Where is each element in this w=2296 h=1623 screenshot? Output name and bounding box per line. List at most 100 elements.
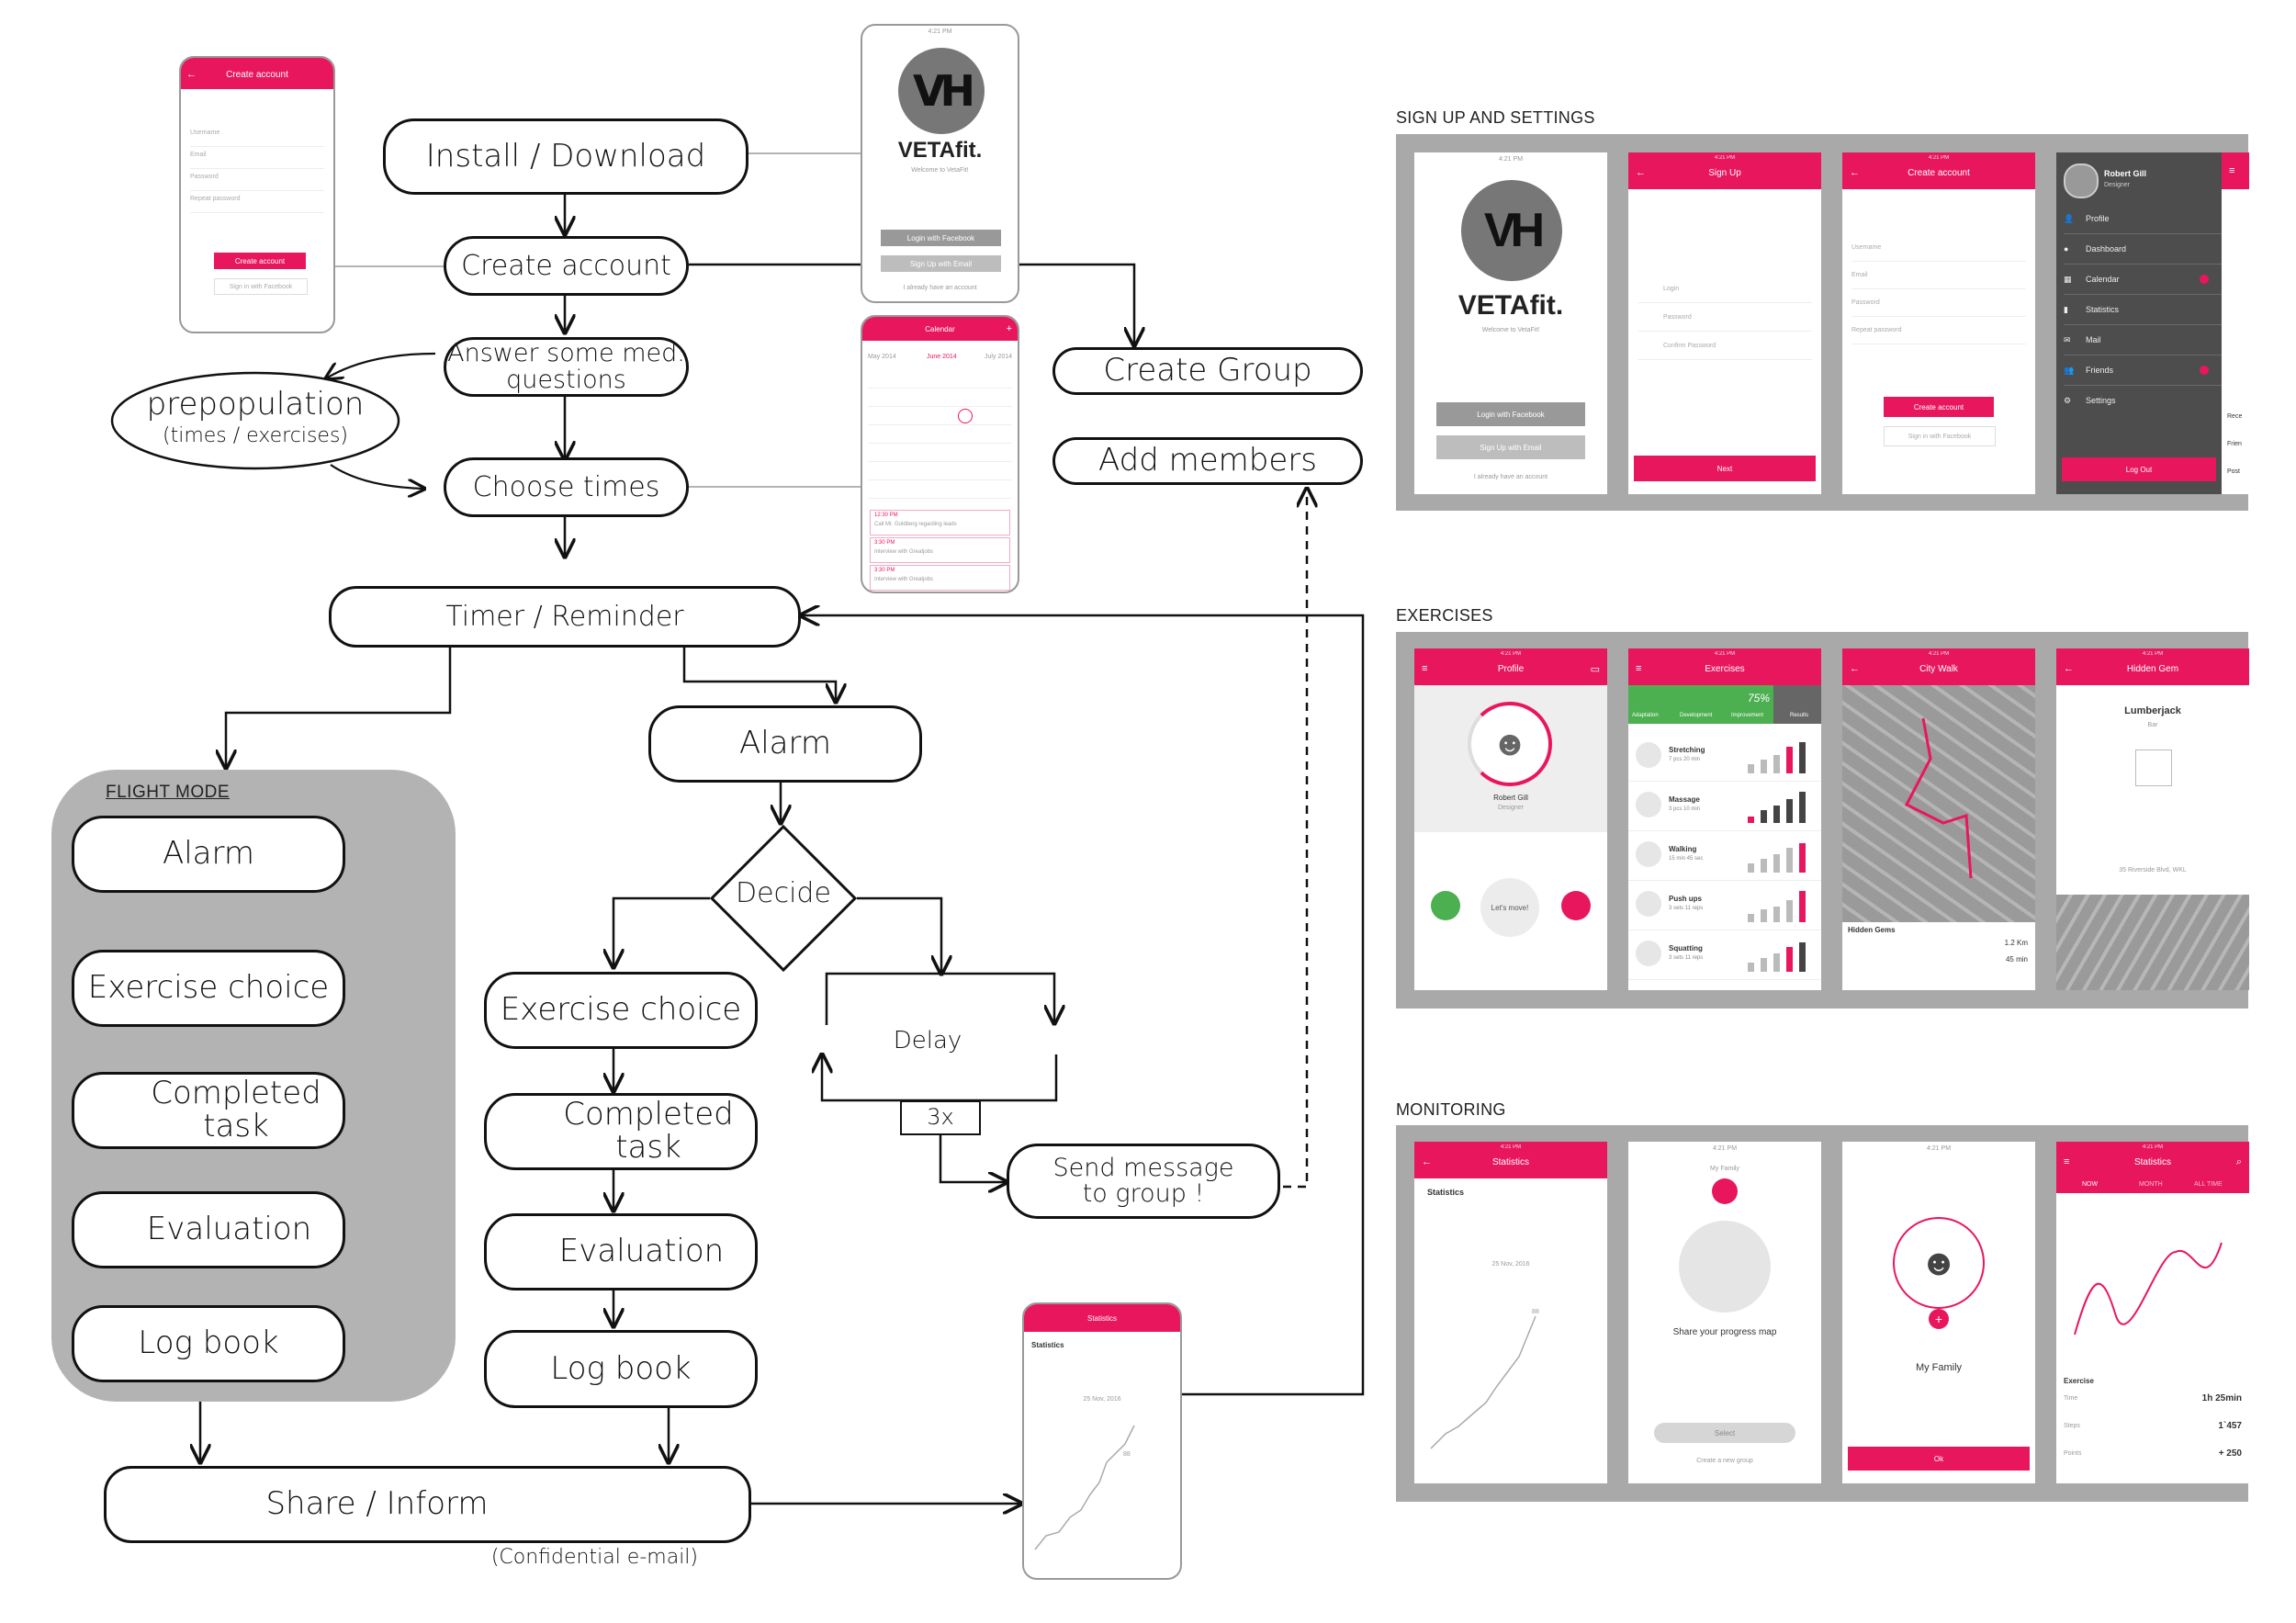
create-status: 4:21 PM [1928, 155, 1950, 161]
email-field[interactable]: Email [190, 152, 324, 169]
repeat-password-field[interactable]: Repeat password [190, 196, 324, 213]
logout-button[interactable]: Log Out [2062, 457, 2216, 481]
search-icon[interactable]: ⌕ [2235, 1156, 2242, 1167]
ok-button[interactable]: Ok [1848, 1447, 2030, 1471]
exercise-bar [1761, 958, 1767, 972]
select-button[interactable]: Select [1654, 1423, 1795, 1443]
facebook-signin-button[interactable]: Sign in with Facebook [214, 278, 308, 295]
peek-friends: Frien [2227, 441, 2242, 447]
gem-title: Hidden Gem [2126, 664, 2179, 674]
menu-label-friends: Friends [2086, 366, 2114, 375]
evaluation-label: Evaluation [558, 1233, 725, 1270]
tab-development[interactable]: Development [1680, 713, 1713, 718]
status-bar-1: 4:21 PM [1498, 156, 1524, 163]
month-prev[interactable]: May 2014 [868, 354, 896, 360]
status-bar: 4:21 PM [928, 28, 952, 35]
points-value: + 250 [2218, 1448, 2242, 1459]
status-green-dot[interactable] [1431, 891, 1460, 920]
avatar[interactable] [2064, 163, 2099, 198]
selected-day[interactable] [958, 409, 973, 423]
facebook-signin-button-2[interactable]: Sign in with Facebook [1884, 426, 1996, 446]
exercise-node: Exercise choice [484, 972, 758, 1049]
repeat-password-field-2[interactable]: Repeat password [1851, 327, 2026, 344]
citywalk-status: 4:21 PM [1928, 651, 1950, 657]
tab-adaptation[interactable]: Adaptation [1632, 713, 1659, 718]
back-arrow-icon-3[interactable]: ← [1850, 167, 1860, 178]
event-card-3[interactable]: 3:30 PM Interview with Greatjobs [870, 565, 1010, 591]
already-link[interactable]: I already have an account [903, 285, 977, 291]
menu-item-mail[interactable]: ✉Mail [2064, 325, 2222, 355]
menu-label-statistics: Statistics [2086, 305, 2120, 314]
tab-now[interactable]: NOW [2082, 1181, 2099, 1188]
delay-label: Delay [893, 1027, 962, 1054]
fm-completed-label: Completed task [151, 1075, 321, 1144]
already-link-large[interactable]: I already have an account [1473, 474, 1548, 480]
tab-month[interactable]: MONTH [2139, 1181, 2163, 1188]
create-account-button-2[interactable]: Create account [1884, 397, 1994, 417]
back-arrow-icon-4[interactable]: ← [1850, 663, 1860, 674]
password-field[interactable]: Password [190, 174, 324, 191]
menu-item-friends[interactable]: 👥Friends [2064, 355, 2222, 386]
login-facebook-button-large[interactable]: Login with Facebook [1436, 402, 1585, 426]
menu-item-statistics[interactable]: ▮ Statistics [2064, 295, 2222, 325]
menu-drawer: Robert Gill Designer 👤Profile ●Dashboard… [2056, 152, 2222, 494]
hidden-gems-card[interactable]: Hidden Gems 1.2 Km 45 min [1842, 922, 2035, 990]
peek-posts: Post [2227, 468, 2241, 475]
chat-icon[interactable]: ▭ [1590, 664, 1600, 675]
statistics-icon: ▮ [2064, 304, 2068, 314]
tab-results[interactable]: Results [1790, 713, 1809, 718]
hamburger-icon-3[interactable]: ≡ [1636, 663, 1642, 674]
login-field[interactable]: Login [1638, 286, 1812, 303]
back-arrow-icon-5[interactable]: ← [2064, 663, 2074, 674]
share-note: (Confidential e-mail) [490, 1546, 698, 1569]
menu-item-settings[interactable]: ⚙Settings [2064, 386, 2222, 415]
add-member-button[interactable]: + [1929, 1309, 1949, 1329]
menu-user-name: Robert Gill [2104, 169, 2147, 178]
gem-topbar: 4:21 PM ← Hidden Gem [2056, 648, 2249, 685]
menu-item-dashboard[interactable]: ●Dashboard [2064, 234, 2222, 265]
status-pink-dot[interactable] [1561, 891, 1591, 920]
create-group-link[interactable]: Create a new group [1696, 1458, 1753, 1464]
city-map[interactable] [1842, 685, 2035, 922]
signup-password-field[interactable]: Password [1638, 314, 1812, 332]
signup-email-button-large[interactable]: Sign Up with Email [1436, 435, 1585, 459]
gem-map[interactable] [2056, 895, 2249, 990]
exercise-bar [1786, 799, 1793, 823]
hamburger-icon[interactable]: ≡ [2229, 165, 2235, 176]
lets-move-button[interactable]: Let's move! [1480, 878, 1539, 937]
event-card-1[interactable]: 12:30 PM Call Mr. Goldberg regarding lea… [870, 510, 1010, 535]
confirm-password-field[interactable]: Confirm Password [1638, 343, 1812, 360]
back-arrow-icon-6[interactable]: ← [1422, 1156, 1432, 1167]
back-arrow-icon-2[interactable]: ← [1636, 167, 1646, 178]
family-avatar[interactable] [1712, 1178, 1738, 1204]
menu-item-calendar[interactable]: ▦Calendar [2064, 265, 2222, 295]
hamburger-icon-4[interactable]: ≡ [2064, 1156, 2070, 1167]
hamburger-icon-2[interactable]: ≡ [1422, 663, 1428, 674]
plus-icon[interactable]: + [1006, 323, 1012, 334]
login-facebook-button[interactable]: Login with Facebook [881, 230, 1001, 246]
gem-phone: 4:21 PM ← Hidden Gem Lumberjack Bar 35 R… [2056, 648, 2249, 990]
statistics-phone-flow: Statistics Statistics 25 Nov, 2016 88 [1022, 1302, 1182, 1580]
menu-label-dashboard: Dashboard [2086, 244, 2127, 254]
tab-all-time[interactable]: ALL TIME [2194, 1181, 2223, 1188]
calendar-icon: ▦ [2064, 274, 2072, 284]
event-card-2[interactable]: 3:30 PM Interview with Greatjobs [870, 537, 1010, 563]
back-arrow-icon[interactable]: ← [186, 69, 197, 80]
password-field-2[interactable]: Password [1851, 299, 2026, 317]
create-group-label: Create Group [1103, 352, 1312, 389]
username-field-2[interactable]: Username [1851, 244, 2026, 262]
email-field-2[interactable]: Email [1851, 272, 2026, 289]
tab-improvement[interactable]: Improvement [1731, 713, 1764, 718]
menu-item-profile[interactable]: 👤Profile [2064, 204, 2222, 234]
time-key: Time [2064, 1395, 2078, 1402]
next-button[interactable]: Next [1634, 456, 1816, 481]
month-next[interactable]: July 2014 [985, 354, 1012, 360]
signup-email-button[interactable]: Sign Up with Email [881, 255, 1001, 272]
create-account-button[interactable]: Create account [214, 253, 306, 269]
username-field[interactable]: Username [190, 130, 324, 147]
